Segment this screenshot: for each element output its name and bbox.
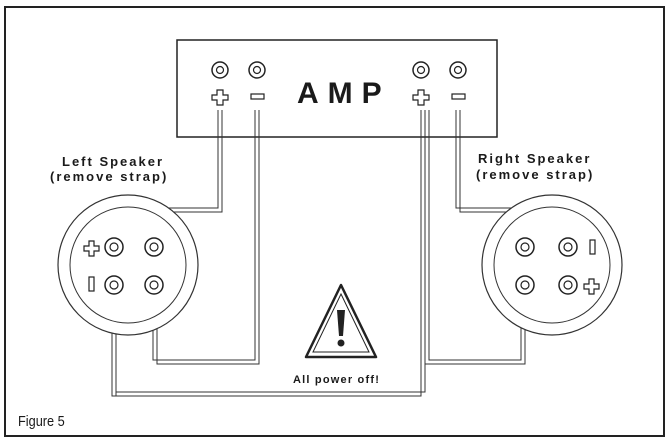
amp-minus-icon-left xyxy=(250,93,265,100)
right-speaker-sublabel: (remove strap) xyxy=(476,167,594,182)
amp-box xyxy=(176,39,498,138)
amp-minus-icon-right xyxy=(451,93,466,100)
left-speaker-minus-icon xyxy=(88,276,95,292)
figure-frame xyxy=(4,6,665,437)
left-speaker-label: Left Speaker xyxy=(62,154,164,169)
left-speaker-terminal xyxy=(104,237,164,295)
amp-terminal-left-plus xyxy=(211,61,229,79)
amp-label: AMP xyxy=(297,77,391,110)
warning-icon xyxy=(304,283,378,359)
left-speaker-sublabel: (remove strap) xyxy=(50,169,168,184)
right-speaker-label: Right Speaker xyxy=(478,151,591,166)
left-speaker-plus-icon xyxy=(83,240,100,257)
amp-terminal-left-minus xyxy=(248,61,266,79)
figure-caption: Figure 5 xyxy=(18,413,65,430)
warning-label: All power off! xyxy=(293,374,380,386)
right-speaker xyxy=(481,194,623,336)
right-speaker-minus-icon xyxy=(589,239,596,255)
amp-plus-icon-left xyxy=(211,89,229,106)
amp-plus-icon-right xyxy=(412,89,430,106)
amp-terminal-right-minus xyxy=(449,61,467,79)
right-speaker-plus-icon xyxy=(583,278,600,295)
right-speaker-terminal xyxy=(515,237,578,295)
amp-terminal-right-plus xyxy=(412,61,430,79)
left-speaker xyxy=(57,194,199,336)
